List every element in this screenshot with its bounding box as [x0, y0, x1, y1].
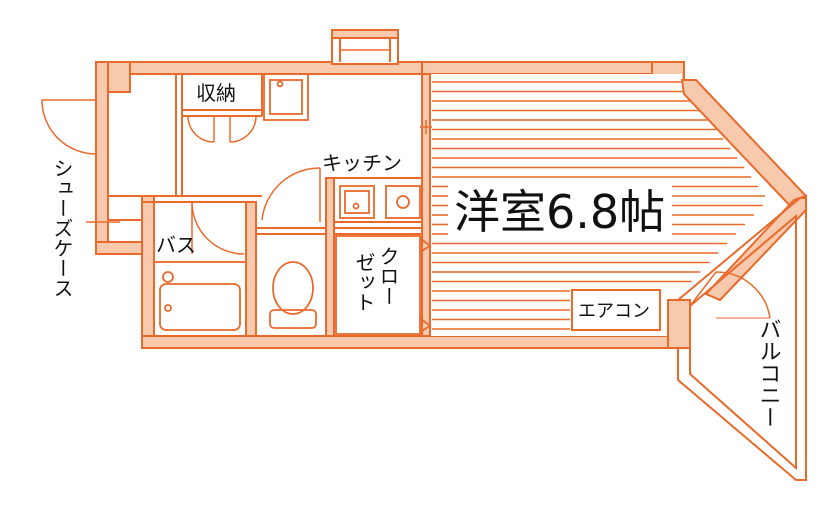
floor-hatching — [432, 81, 766, 330]
shoe-case-label: シューズケース — [50, 158, 74, 298]
western-room — [428, 74, 770, 336]
entry-door — [41, 99, 97, 155]
balcony — [667, 197, 807, 481]
kitchen-counter — [339, 185, 421, 219]
bath-label: バス — [156, 233, 196, 257]
toilet — [269, 261, 317, 329]
bathtub — [153, 261, 247, 337]
storage-label: 収納 — [196, 81, 236, 105]
storage-doors — [187, 115, 257, 143]
bath-door — [191, 201, 245, 255]
western-room-label: 洋室6.8帖 — [454, 185, 665, 239]
balcony-label: バルコニー — [756, 318, 781, 428]
closet-frame — [335, 235, 432, 335]
closet-label-col2: ゼット — [352, 252, 376, 312]
aircon-label: エアコン — [578, 301, 650, 322]
aircon-unit — [571, 289, 661, 331]
divider-markers — [420, 120, 432, 134]
kitchen-label: キッチン — [322, 151, 402, 175]
top-vent-block — [331, 29, 399, 65]
sink-box-top — [263, 73, 309, 121]
closet-label-col1: クロー — [376, 246, 400, 306]
kitchen-door — [261, 167, 321, 222]
interior-walls — [108, 73, 431, 337]
